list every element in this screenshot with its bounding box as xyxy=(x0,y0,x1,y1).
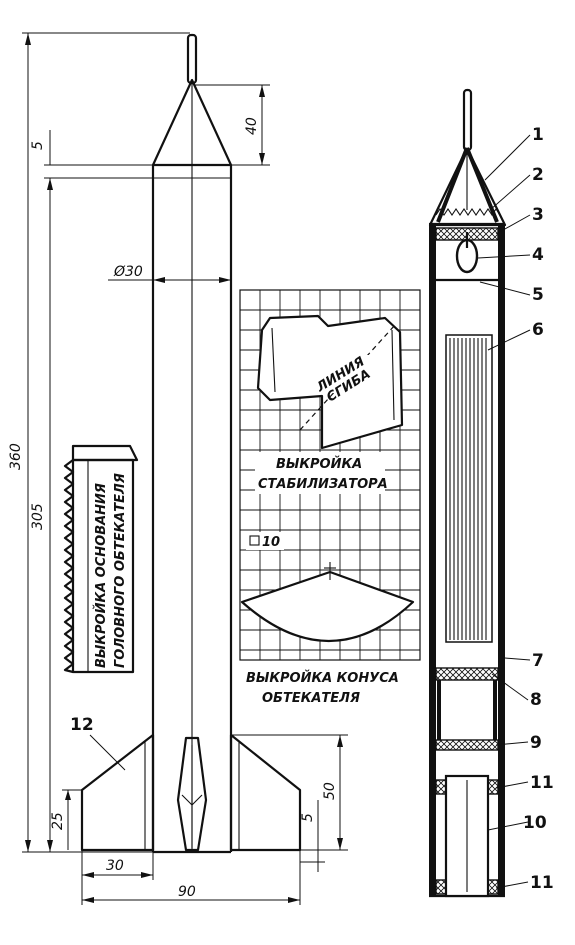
ring-11-top-left xyxy=(435,779,447,795)
callout-9: 9 xyxy=(530,733,542,753)
nose-base-title-1: ВЫКРОЙКА ОСНОВАНИЯ xyxy=(93,483,109,668)
dim-body-length: 305 xyxy=(30,503,46,530)
nose-cone-title-1: ВЫКРОЙКА КОНУСА xyxy=(246,670,399,686)
dim-total-height: 360 xyxy=(8,443,24,470)
callout-2: 2 xyxy=(532,165,544,185)
callout-3: 3 xyxy=(532,205,544,225)
plug-8 xyxy=(435,667,499,681)
callout-7: 7 xyxy=(532,651,544,671)
dim-fin-width: 30 xyxy=(106,858,124,874)
dim-diameter: Ø30 xyxy=(113,264,143,280)
streamer xyxy=(445,334,493,643)
grid-scale-square-icon xyxy=(249,535,260,546)
callout-6: 6 xyxy=(532,320,544,340)
callout-1: 1 xyxy=(532,125,544,145)
nose-cone-title-2: ОБТЕКАТЕЛЯ xyxy=(262,691,360,706)
grid-scale-value: 10 xyxy=(262,535,280,550)
callout-8: 8 xyxy=(530,690,542,710)
stabilizer-title-2: СТАБИЛИЗАТОРА xyxy=(258,477,388,492)
dim-fin-root: 25 xyxy=(50,812,66,830)
fin-right xyxy=(229,733,302,852)
dim-fin-height: 50 xyxy=(322,782,338,800)
body-wall-right xyxy=(498,224,505,896)
callout-leaders xyxy=(477,134,531,889)
nose-base-pattern: ВЫКРОЙКА ОСНОВАНИЯ ГОЛОВНОГО ОБТЕКАТЕЛЯ xyxy=(63,444,139,674)
dimension-lines xyxy=(22,32,348,905)
callout-5: 5 xyxy=(532,285,544,305)
callout-10: 10 xyxy=(523,813,547,833)
stabilizer-grid: ЛИНИЯ СГИБА ВЫКРОЙКА СТАБИЛИЗАТОРА 10 xyxy=(239,289,421,661)
stabilizer-title-1: ВЫКРОЙКА xyxy=(276,456,362,472)
dim-fin-tip-gap: 5 xyxy=(300,813,316,822)
nose-base-title-2: ГОЛОВНОГО ОБТЕКАТЕЛЯ xyxy=(113,473,128,668)
body-wall-left xyxy=(429,224,436,896)
dim-nose-height: 40 xyxy=(244,117,260,135)
callout-11-bottom: 11 xyxy=(530,873,554,893)
dim-span: 90 xyxy=(178,884,196,900)
callout-11-top: 11 xyxy=(530,773,554,793)
ring-11-bottom-right xyxy=(487,879,499,895)
fold-line xyxy=(299,324,396,431)
rocket-section-view xyxy=(428,88,507,898)
nose-cone-pattern xyxy=(240,570,415,642)
nose-tip-rod xyxy=(186,33,198,85)
sleeve-9 xyxy=(435,739,499,751)
ring-11-bottom-left xyxy=(435,879,447,895)
ring-11-top-right xyxy=(487,779,499,795)
callout-4: 4 xyxy=(532,245,544,265)
fin-center xyxy=(176,736,208,852)
dim-gap-top: 5 xyxy=(30,141,46,150)
fin-left xyxy=(80,733,155,852)
callout-12: 12 xyxy=(70,715,94,735)
